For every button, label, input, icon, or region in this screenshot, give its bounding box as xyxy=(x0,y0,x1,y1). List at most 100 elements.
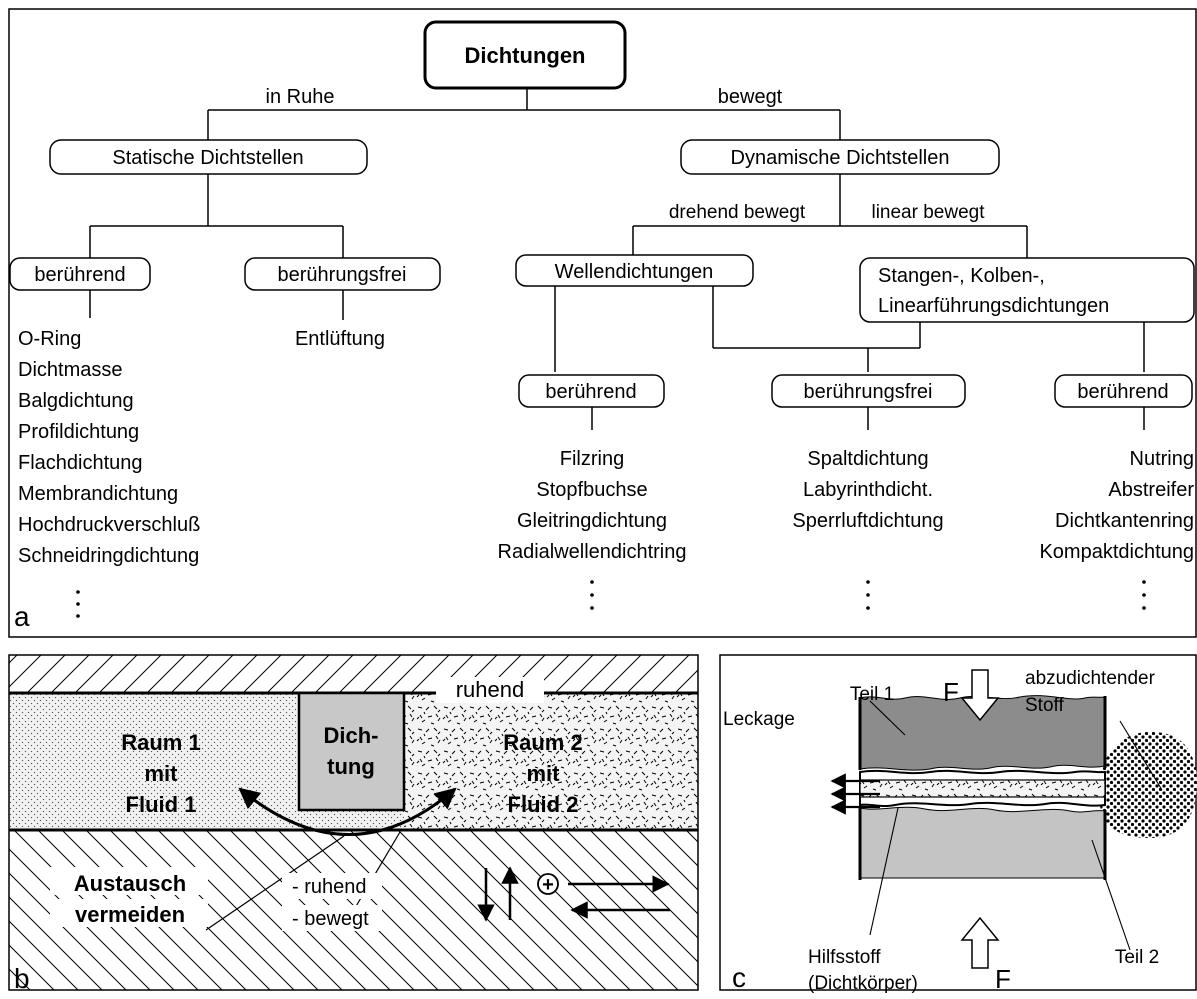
panel-a-letter: a xyxy=(14,601,30,632)
rotation-symbol-text: + xyxy=(542,874,554,896)
panel-c-letter: c xyxy=(732,962,746,993)
example-item: Membrandichtung xyxy=(18,483,178,505)
panel-b-frame xyxy=(8,654,699,991)
rotation-symbol-icon xyxy=(537,873,559,895)
panel-c-gap-sealing: F F Teil 1 abzudichtender Stoff Leckage … xyxy=(719,654,1197,994)
example-item: Schneidringdichtung xyxy=(18,545,199,567)
auxiliary-material xyxy=(859,779,1106,798)
space-2-line: Fluid 2 xyxy=(508,792,579,817)
space-1-line: Fluid 1 xyxy=(126,792,197,817)
dynamic-seals-label: Dynamische Dichtstellen xyxy=(731,147,950,169)
example-item: Sperrluftdichtung xyxy=(792,510,943,532)
panel-c-leader-lines xyxy=(869,700,1163,951)
example-item: Kompaktdichtung xyxy=(1039,541,1194,563)
static-contact-node xyxy=(9,257,151,291)
shaft-contact-node xyxy=(518,374,665,408)
rod-seals-node xyxy=(859,257,1195,323)
force-arrow-down-icon xyxy=(960,669,1000,722)
continuation-dots xyxy=(76,580,1146,618)
root-node-label: Dichtungen xyxy=(465,43,586,68)
example-item: Dichtkantenring xyxy=(1055,510,1194,532)
static-seals-label: Statische Dichtstellen xyxy=(112,147,303,169)
part-1 xyxy=(859,695,1106,771)
example-item: Labyrinthdicht. xyxy=(803,479,933,501)
example-item: Stopfbuchse xyxy=(536,479,647,501)
base-label-moving: - bewegt xyxy=(292,908,369,930)
auxiliary-label-line1: Hilfsstoff xyxy=(808,947,881,968)
example-item: Dichtmasse xyxy=(18,359,122,381)
panel-a-classification: Dichtungen in Ruhe bewegt Statische Dich… xyxy=(8,8,1197,638)
exchange-label-line1: Austausch xyxy=(74,871,186,896)
shaft-contact-examples: Filzring Stopfbuchse Gleitringdichtung R… xyxy=(498,448,687,563)
panel-b-seal-principle: Dich- tung ruhend Raum 1 mit Fluid 1 Rau… xyxy=(8,654,699,994)
example-item: Abstreifer xyxy=(1108,479,1194,501)
rod-contact-examples: Nutring Abstreifer Dichtkantenring Kompa… xyxy=(1039,448,1194,563)
static-noncontact-node xyxy=(244,257,441,291)
noncontact-examples: Spaltdichtung Labyrinthdicht. Sperrluftd… xyxy=(792,448,943,532)
exchange-label-line2: vermeiden xyxy=(75,902,185,927)
part-2-label: Teil 2 xyxy=(1115,947,1159,968)
force-label-top: F xyxy=(943,677,959,707)
example-item: Profildichtung xyxy=(18,421,139,443)
medium-label-line2: Stoff xyxy=(1025,695,1064,716)
dynamic-noncontact-label: berührungsfrei xyxy=(804,381,933,403)
leakage-arrows xyxy=(830,773,880,815)
base-label-stationary: - ruhend xyxy=(292,876,367,898)
example-item: Filzring xyxy=(560,448,624,470)
static-noncontact-label: berührungsfrei xyxy=(278,264,407,286)
leakage-label: Leckage xyxy=(723,709,795,730)
medium-label-line1: abzudichtender xyxy=(1025,668,1156,689)
force-arrow-up-icon xyxy=(960,916,1000,969)
space-1-line: mit xyxy=(145,761,179,786)
rod-seals-label-line1: Stangen-, Kolben-, xyxy=(878,265,1045,287)
panel-a-frame xyxy=(8,8,1197,638)
exchange-arrow xyxy=(238,787,457,836)
root-node-box xyxy=(423,20,627,90)
static-seals-node xyxy=(49,139,368,175)
shaft-seals-label: Wellendichtungen xyxy=(555,261,714,283)
static-contact-label: berührend xyxy=(34,264,125,286)
dynamic-noncontact-node xyxy=(771,374,966,408)
exchange-leader-line xyxy=(205,835,345,931)
panel-c-frame xyxy=(719,654,1197,991)
space-2-label: Raum 2 mit Fluid 2 xyxy=(503,730,582,817)
tree-connectors xyxy=(89,88,1145,430)
branch-label-rest: in Ruhe xyxy=(266,86,335,108)
shaft-seals-node xyxy=(515,254,754,287)
example-item: Nutring xyxy=(1130,448,1194,470)
part-2 xyxy=(859,806,1106,879)
space-2-line: mit xyxy=(527,761,561,786)
rod-contact-node xyxy=(1054,374,1193,408)
example-item: O-Ring xyxy=(18,328,81,350)
example-item: Hochdruckverschluß xyxy=(18,514,200,536)
space-1-label: Raum 1 mit Fluid 1 xyxy=(121,730,200,817)
part-1-label: Teil 1 xyxy=(850,684,894,705)
motion-symbols: + xyxy=(477,866,670,922)
branch-label-rotating: drehend bewegt xyxy=(669,202,806,223)
branch-label-linear: linear bewegt xyxy=(871,202,985,223)
stationary-part-top xyxy=(9,655,698,693)
example-item: Gleitringdichtung xyxy=(517,510,667,532)
auxiliary-label-line2: (Dichtkörper) xyxy=(808,973,918,994)
top-stationary-label: ruhend xyxy=(456,677,525,702)
space-1-line: Raum 1 xyxy=(121,730,200,755)
static-noncontact-example: Entlüftung xyxy=(295,328,385,350)
seal-element xyxy=(297,691,406,812)
example-item: Flachdichtung xyxy=(18,452,143,474)
example-item: Balgdichtung xyxy=(18,390,134,412)
rod-seals-label-line2: Linearführungsdichtungen xyxy=(878,295,1109,317)
space-2-line: Raum 2 xyxy=(503,730,582,755)
shaft-contact-label: berührend xyxy=(545,381,636,403)
top-label-bg xyxy=(436,677,544,703)
sealed-medium-blob xyxy=(1098,731,1197,838)
branch-label-moving: bewegt xyxy=(718,86,783,108)
panel-b-letter: b xyxy=(14,963,30,994)
force-label-bottom: F xyxy=(995,964,1011,994)
static-contact-examples: O-Ring Dichtmasse Balgdichtung Profildic… xyxy=(18,328,200,567)
example-item: Radialwellendichtring xyxy=(498,541,687,563)
dynamic-seals-node xyxy=(680,139,1000,175)
seal-label-line1: Dich- xyxy=(324,723,379,748)
rod-contact-label: berührend xyxy=(1077,381,1168,403)
seal-label-line2: tung xyxy=(327,754,375,779)
